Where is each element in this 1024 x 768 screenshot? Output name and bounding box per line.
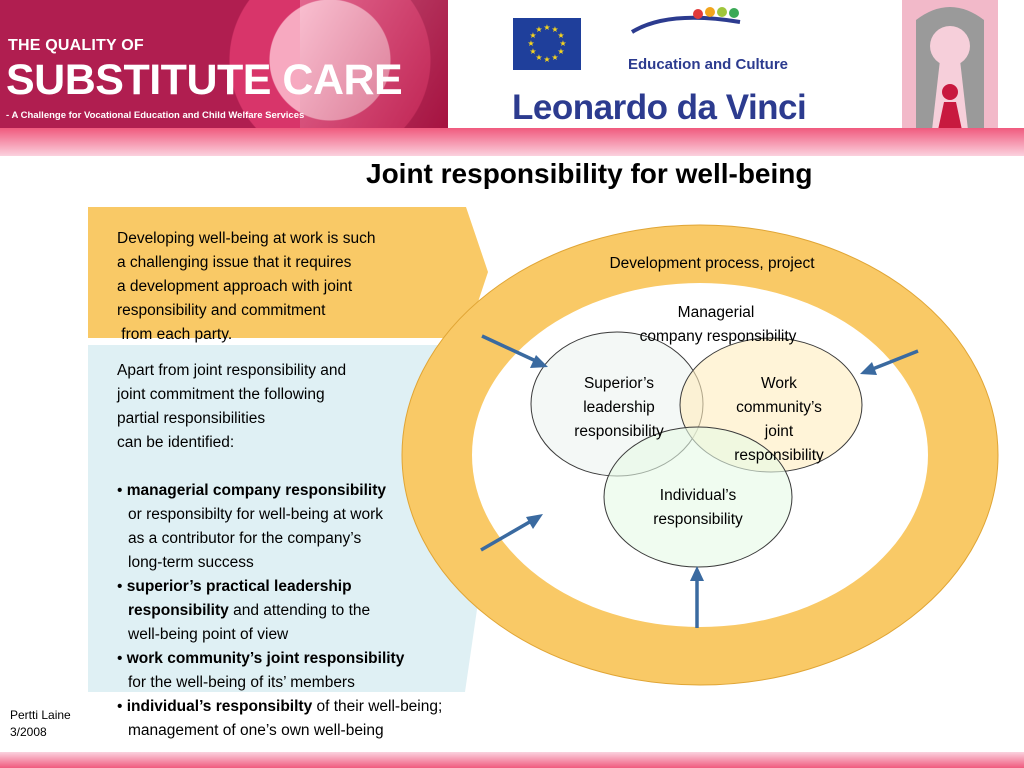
superior-label-2: leadership <box>583 399 655 416</box>
bullet-line: or responsibilty for well-being at work <box>128 506 383 523</box>
bullet-line: well-being point of view <box>128 626 289 643</box>
work-label-3: joint <box>764 423 794 440</box>
body-text: Apart from joint responsibility and join… <box>117 359 442 743</box>
footer-author: Pertti Laine 3/2008 <box>10 707 71 741</box>
eu-flag-icon: ★★★ ★★★ ★★★ ★★★ <box>513 18 581 70</box>
arrow-bottom-head <box>690 566 704 581</box>
svg-text:★: ★ <box>535 53 542 62</box>
svg-text:★: ★ <box>557 31 564 40</box>
bullet-bold: work community’s joint responsibility <box>126 650 405 667</box>
header-bar <box>0 128 1024 156</box>
bullet-line: as a contributor for the company’s <box>128 530 362 547</box>
intro-text: Developing well-being at work is such a … <box>117 227 375 347</box>
brand-line-2: SUBSTITUTE CARE <box>6 56 403 104</box>
program-text: Education and Culture <box>628 56 789 73</box>
intro-panel <box>88 207 488 338</box>
bullet-line: management of one’s own well-being <box>128 722 384 739</box>
banner-left: THE QUALITY OF SUBSTITUTE CARE - A Chall… <box>0 0 448 130</box>
intro-line: Developing well-being at work is such <box>117 230 376 247</box>
banner-photo <box>300 0 448 130</box>
bullet-superior: • superior’s practical leadership <box>117 578 352 595</box>
brand-line-3: - A Challenge for Vocational Education a… <box>6 110 305 121</box>
superior-label-3: responsibility <box>574 423 664 440</box>
brand-line-1: THE QUALITY OF <box>8 37 144 54</box>
intro-line: from each party. <box>117 326 233 343</box>
svg-text:★: ★ <box>543 55 550 64</box>
body-line: joint commitment the following <box>117 386 325 403</box>
svg-text:★: ★ <box>529 47 536 56</box>
intro-line: a development approach with joint <box>117 278 353 295</box>
bullet-individual: • individual’s responsibilty of their we… <box>117 698 443 715</box>
svg-text:★: ★ <box>557 47 564 56</box>
managerial-label-1: Managerial <box>678 304 755 321</box>
program-name: Leonardo da Vinci <box>512 88 807 127</box>
work-label-4: responsibility <box>734 447 824 464</box>
arrow-top-left-head <box>530 355 548 368</box>
managerial-label-2: company responsibility <box>640 328 797 345</box>
body-line: can be identified: <box>117 434 235 451</box>
footer-bar <box>0 752 1024 768</box>
svg-text:★: ★ <box>529 31 536 40</box>
svg-text:★: ★ <box>543 23 550 32</box>
individual-label-1: Individual’s <box>660 487 737 504</box>
bullet-line: responsibility and attending to the <box>117 599 442 623</box>
author-date: 3/2008 <box>10 725 47 739</box>
bullet-line: for the well-being of its’ members <box>128 674 355 691</box>
keyhole-figure-icon <box>902 0 998 130</box>
superior-label-1: Superior’s <box>584 375 654 392</box>
svg-text:★: ★ <box>527 39 534 48</box>
bullet-bold: responsibility <box>128 602 229 619</box>
arrow-bottom-left <box>480 518 534 552</box>
author-name: Pertti Laine <box>10 708 71 722</box>
bullet-managerial: • managerial company responsibility <box>117 482 387 499</box>
bullet-rest: and attending to the <box>228 602 371 619</box>
intro-line: responsibility and commitment <box>117 302 326 319</box>
work-label-2: community’s <box>736 399 822 416</box>
intro-line: a challenging issue that it requires <box>117 254 352 271</box>
work-label-1: Work <box>761 375 797 392</box>
arrow-top-left <box>481 334 539 364</box>
body-line: partial responsibilities <box>117 410 266 427</box>
bullet-rest: of their well-being; <box>312 698 443 715</box>
education-culture-logo-icon <box>628 4 748 48</box>
svg-text:★: ★ <box>559 39 566 48</box>
bullet-bold: managerial company responsibility <box>126 482 387 499</box>
bullet-line: long-term success <box>128 554 254 571</box>
individual-label-2: responsibility <box>653 511 743 528</box>
arrow-top-right-head <box>860 362 877 375</box>
bullet-bold: individual’s responsibilty <box>126 698 313 715</box>
body-panel <box>88 345 490 692</box>
svg-text:★: ★ <box>535 25 542 34</box>
blank-line <box>117 455 442 479</box>
arrow-top-right <box>869 349 919 372</box>
svg-text:★: ★ <box>551 25 558 34</box>
svg-text:★: ★ <box>551 53 558 62</box>
page-title: Joint responsibility for well-being <box>366 158 813 189</box>
body-line: Apart from joint responsibility and <box>117 362 347 379</box>
circle-individual <box>603 426 793 568</box>
arrow-bottom-left-head <box>526 514 543 529</box>
outer-label: Development process, project <box>609 255 815 272</box>
bullet-bold: superior’s practical leadership <box>126 578 352 595</box>
bullet-work: • work community’s joint responsibility <box>117 650 405 667</box>
